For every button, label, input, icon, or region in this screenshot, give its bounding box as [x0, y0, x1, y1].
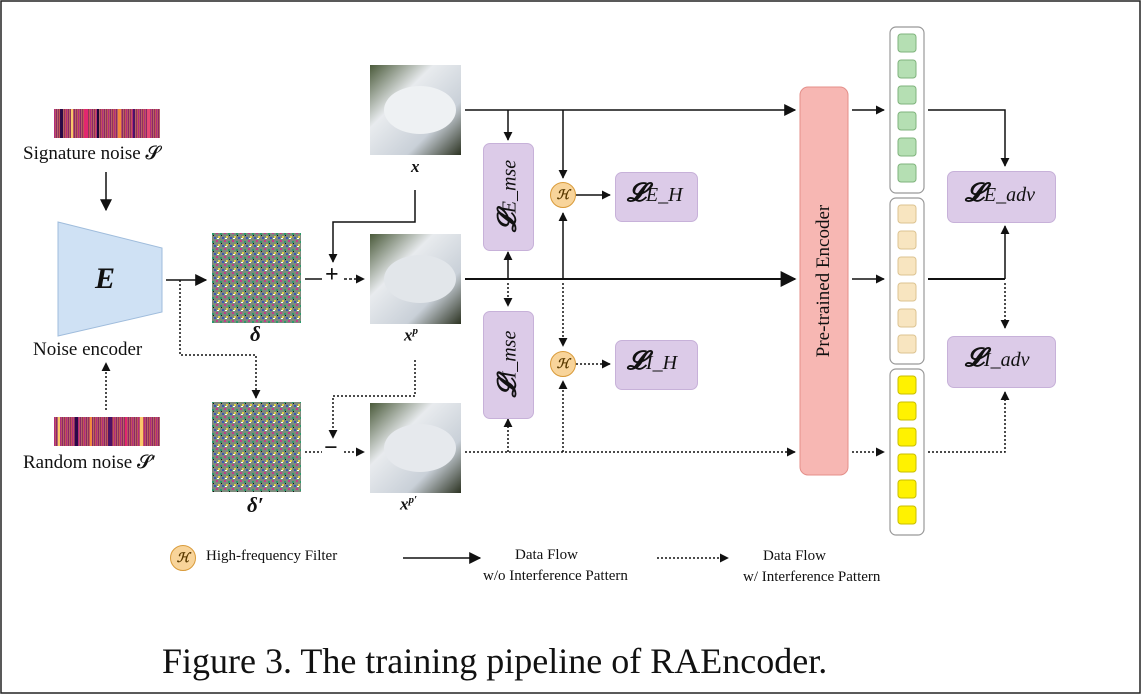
xpp-base: x: [400, 494, 409, 514]
signature-noise-bar: [54, 109, 160, 138]
loss-i-adv: 𝓛I_adv: [965, 343, 1029, 374]
loss-e-mse-symbol: 𝓛: [492, 213, 521, 233]
loss-e-h-symbol: 𝓛: [627, 178, 646, 207]
xp-label: xp: [404, 325, 418, 346]
loss-e-h-subscript: E_H: [645, 184, 683, 206]
loss-i-mse: 𝓛I_mse: [483, 311, 532, 417]
legend-dotted-label-1: Data Flow: [763, 548, 826, 564]
loss-i-mse-subscript: I_mse: [498, 330, 520, 379]
image-xpp-dog: [384, 424, 456, 472]
plus-sign: +: [325, 262, 339, 288]
noise-encoder-shape: [57, 221, 163, 337]
xp-superscript: p: [412, 325, 419, 337]
legend-solid-label-2: w/o Interference Pattern: [483, 568, 628, 584]
arrow-encoder-to-delta-prime: [179, 280, 261, 399]
loss-e-h-box: [615, 172, 698, 222]
signature-noise-stripes: [60, 109, 150, 138]
loss-i-mse-box: [483, 311, 534, 419]
signature-noise-label: Signature noise 𝓢: [23, 143, 161, 164]
minus-sign: −: [324, 435, 338, 461]
legend-filter-icon: ℋ: [170, 545, 196, 571]
loss-i-adv-symbol: 𝓛: [965, 343, 984, 372]
loss-e-adv: 𝓛E_adv: [965, 178, 1035, 209]
delta-label: δ: [250, 322, 261, 346]
encoder-label: Noise encoder: [33, 339, 143, 360]
image-x-dog: [384, 86, 456, 134]
loss-e-mse: 𝓛E_mse: [483, 143, 532, 249]
x-label: x: [411, 157, 420, 176]
image-xp-dog: [384, 255, 456, 303]
loss-e-h: 𝓛E_H: [627, 178, 683, 209]
high-frequency-filter-icon: ℋ: [550, 182, 576, 208]
loss-e-adv-subscript: E_adv: [983, 184, 1035, 206]
feature-column-green: [889, 26, 925, 194]
loss-e-mse-subscript: E_mse: [498, 159, 520, 214]
legend-filter-label: High-frequency Filter: [206, 548, 338, 564]
loss-i-adv-subscript: I_adv: [983, 349, 1030, 371]
arrow-yellow-to-liadv: [928, 391, 1010, 453]
loss-i-mse-symbol: 𝓛: [492, 378, 521, 398]
delta-prime-label: δ′: [247, 493, 264, 517]
high-frequency-filter-icon: ℋ: [550, 351, 576, 377]
feature-column-beige: [889, 197, 925, 365]
loss-i-h-box: [615, 340, 698, 390]
xpp-superscript: p′: [408, 494, 418, 506]
legend-dotted-label-2: w/ Interference Pattern: [743, 569, 881, 585]
loss-i-h: 𝓛I_H: [627, 346, 677, 377]
loss-e-adv-symbol: 𝓛: [965, 178, 984, 207]
random-noise-bar: [54, 417, 160, 446]
arrow-x-to-plus: [328, 190, 416, 263]
delta-noise-image: [212, 233, 301, 323]
feature-column-yellow: [889, 368, 925, 536]
arrow-green-to-leadv: [928, 109, 1010, 167]
loss-i-h-symbol: 𝓛: [627, 346, 646, 375]
xpp-label: xp′: [400, 494, 417, 515]
loss-i-h-subscript: I_H: [645, 352, 678, 374]
random-noise-label: Random noise 𝓢′: [23, 452, 156, 473]
legend-solid-label-1: Data Flow: [515, 547, 578, 563]
loss-i-mse-text: 𝓛I_mse: [492, 331, 523, 398]
loss-e-adv-box: [947, 171, 1056, 223]
random-noise-stripes: [58, 417, 143, 446]
arrow-xp-to-minus: [328, 360, 416, 439]
pretrained-encoder-label: Pre-trained Encoder: [813, 204, 834, 358]
pretrained-encoder-box: [799, 86, 849, 476]
loss-e-mse-text: 𝓛E_mse: [492, 160, 523, 232]
xp-base: x: [404, 325, 413, 345]
loss-i-adv-box: [947, 336, 1056, 388]
encoder-letter: E: [95, 262, 116, 295]
figure-caption: Figure 3. The training pipeline of RAEnc…: [162, 641, 828, 681]
loss-e-mse-box: [483, 143, 534, 251]
delta-prime-noise-image: [212, 402, 301, 492]
